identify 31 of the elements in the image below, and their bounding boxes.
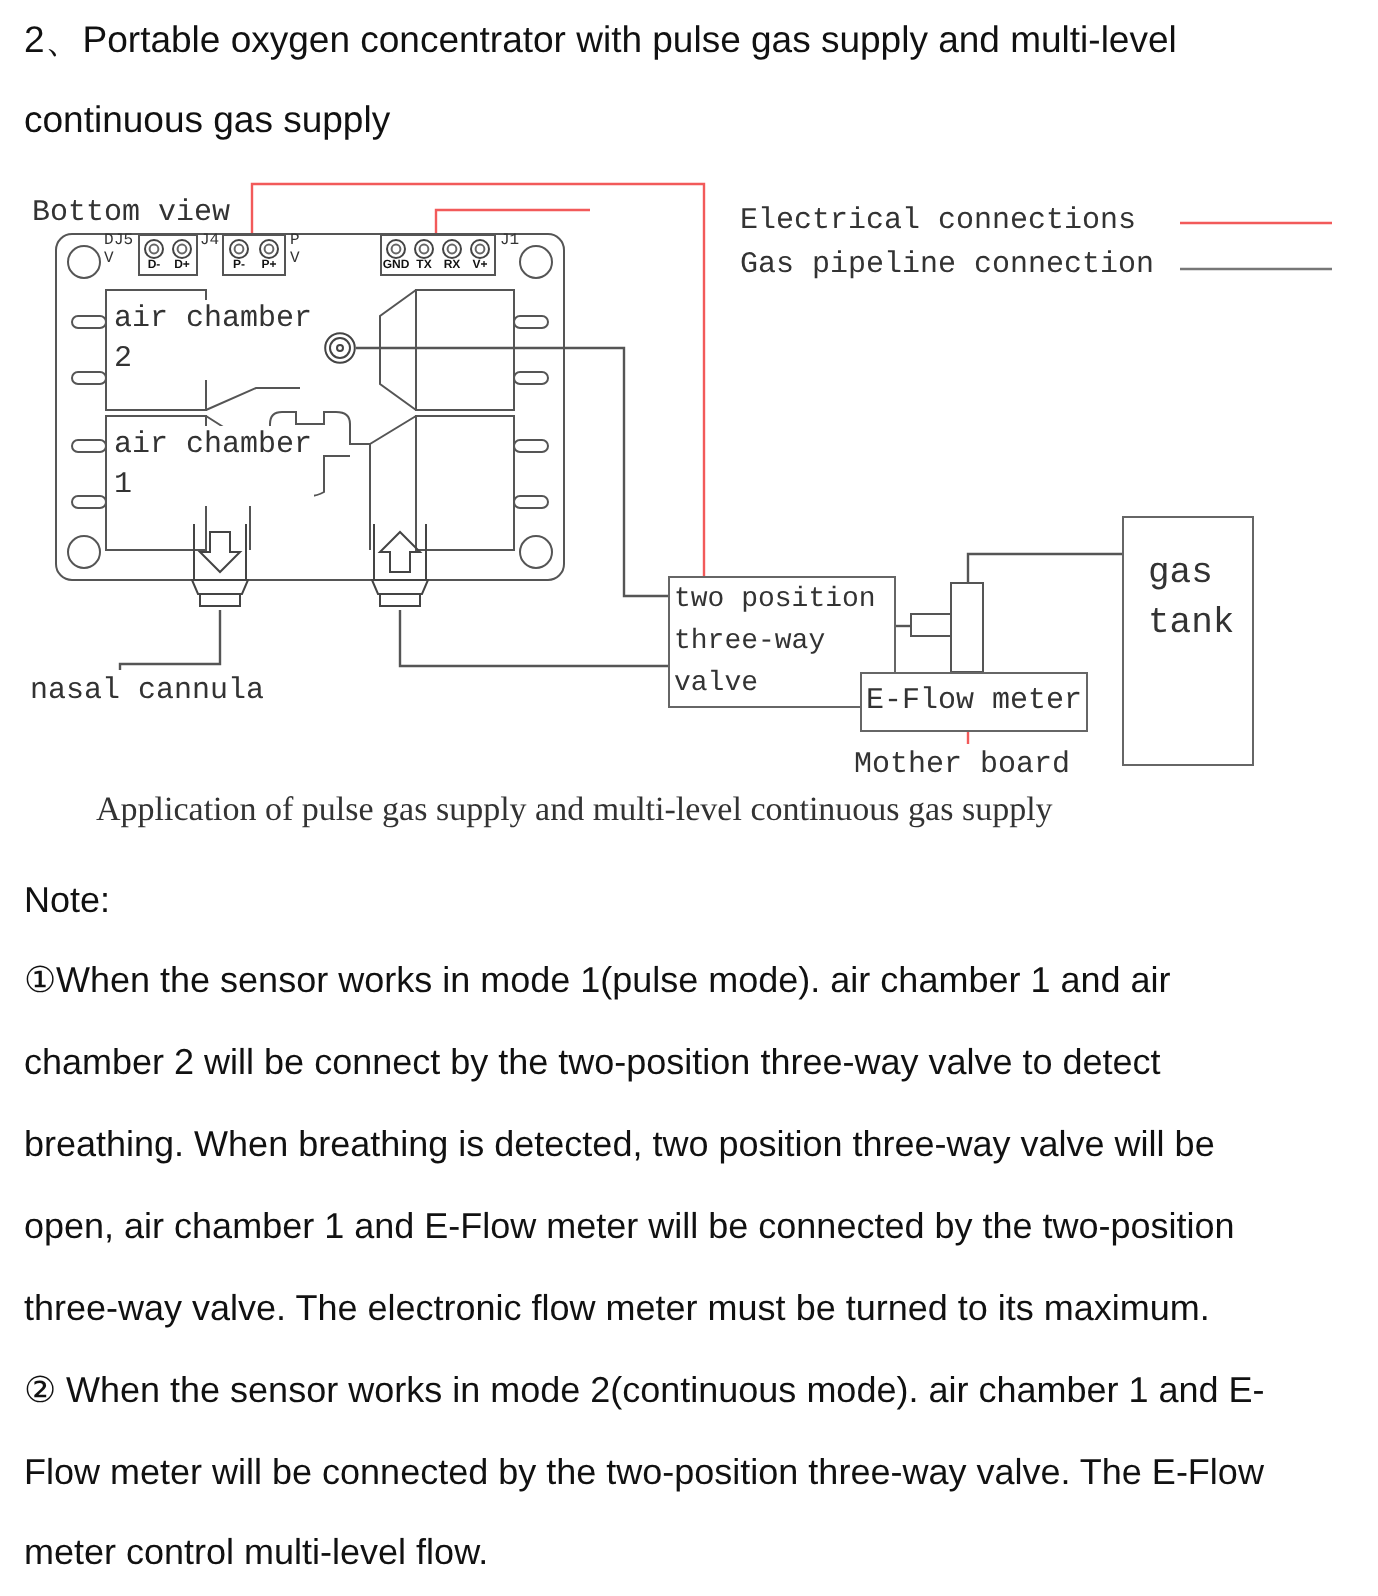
gas-pipe [966,552,1122,582]
chamber-label: air chamber 1 [114,426,314,506]
chamber-label: air chamber 2 [114,300,314,380]
wire [434,208,590,234]
port-icon [324,332,356,364]
connector-block [138,234,198,276]
wire [250,182,706,576]
pin-side-label: V [290,250,300,268]
pin-side-label: P [290,232,300,250]
outlet-nozzle-drawing [190,524,250,610]
connector-label: J4 [200,232,220,250]
connector-label: J5 [114,232,134,250]
pin-side-label: D [104,232,114,250]
gas-pipe [356,346,668,598]
figure-caption: Application of pulse gas supply and multi-level continuous gas supply [96,788,1053,832]
connector-label: J1 [500,232,520,250]
connector-block [380,234,496,276]
note-paragraph: ①When the sensor works in mode 1(pulse mode). air chamber 1 and air chamber 2 will be connect by the two-position three-way valve to detect breathing. When breathing is detected, two position three-way valve will be open, air chamber 1 and E-Flow meter will be connected by the two-position three-way valve. The electronic flow meter must be turned to its maximum. [24,958,1237,1332]
connector-block [222,234,286,276]
gas-pipe [398,610,668,668]
view-label: Bottom view [32,194,231,233]
note-paragraph: ② When the sensor works in mode 2(continuous mode). air chamber 1 and E-Flow meter will be connected by the two-position three-way valve. The E-Flow meter control multi-level flow. [24,1368,1267,1576]
outlet-nozzle-drawing [370,524,430,610]
legend-label: Gas pipeline connection [740,246,1155,286]
note-heading: Note: [24,878,113,924]
legend-label: Electrical connections [740,202,1137,242]
tank-box: gas tank [1122,516,1254,766]
pin-side-label: V [104,250,114,268]
diagram-title: 2、Portable oxygen concentrator with pulse gas supply and multi-level continuous gas supply [24,16,1179,144]
tee-fitting-drawing [910,582,984,672]
leader-line [118,610,222,670]
